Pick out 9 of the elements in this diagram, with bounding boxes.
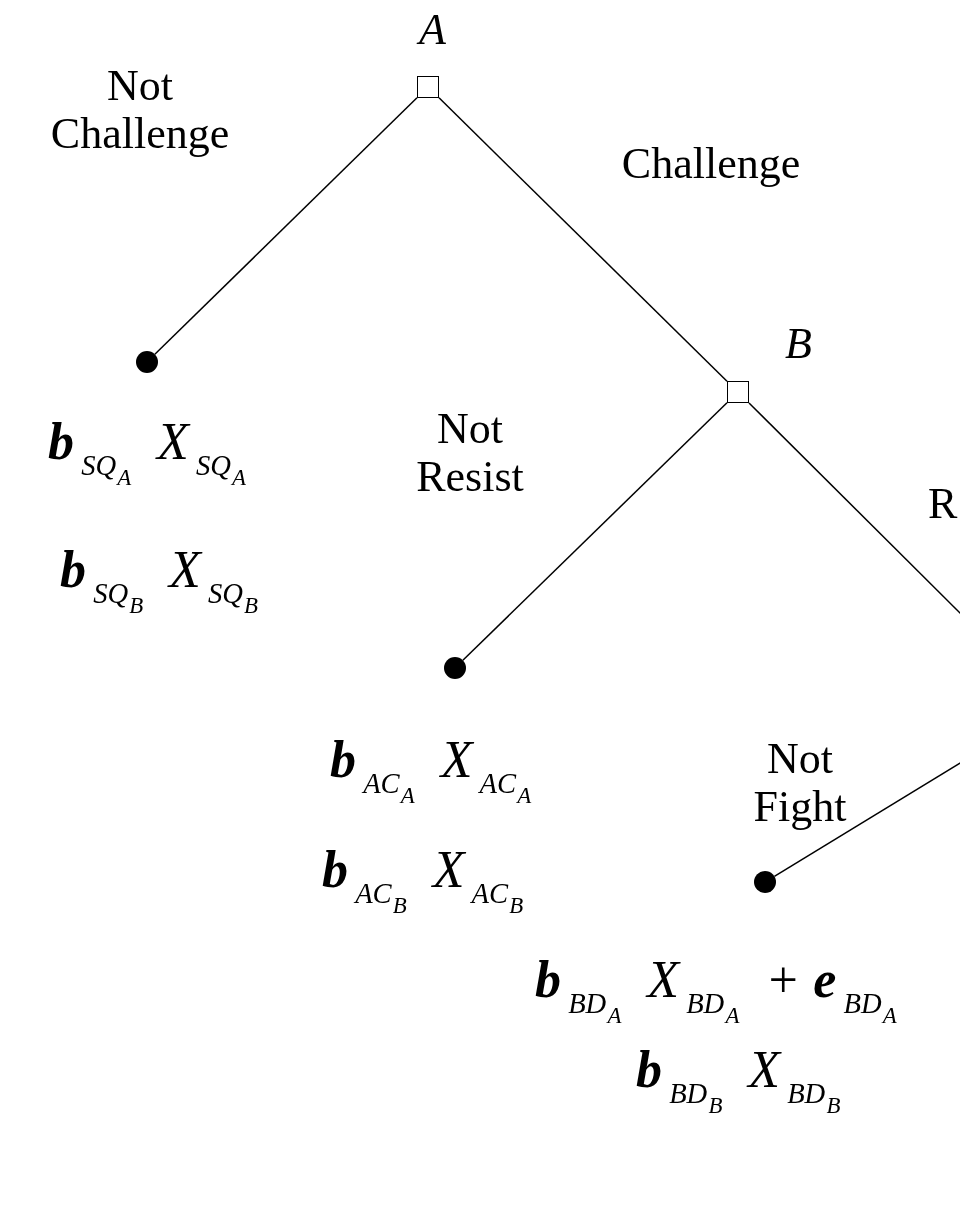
branch-line xyxy=(773,761,960,878)
terminal-dot xyxy=(444,657,466,679)
player-label: B xyxy=(785,322,812,366)
branch-line xyxy=(438,97,728,382)
terminal-dot xyxy=(754,871,776,893)
branch-line xyxy=(748,402,960,616)
branch-line xyxy=(154,97,418,356)
branch-line xyxy=(462,402,728,662)
terminal-dot xyxy=(136,351,158,373)
